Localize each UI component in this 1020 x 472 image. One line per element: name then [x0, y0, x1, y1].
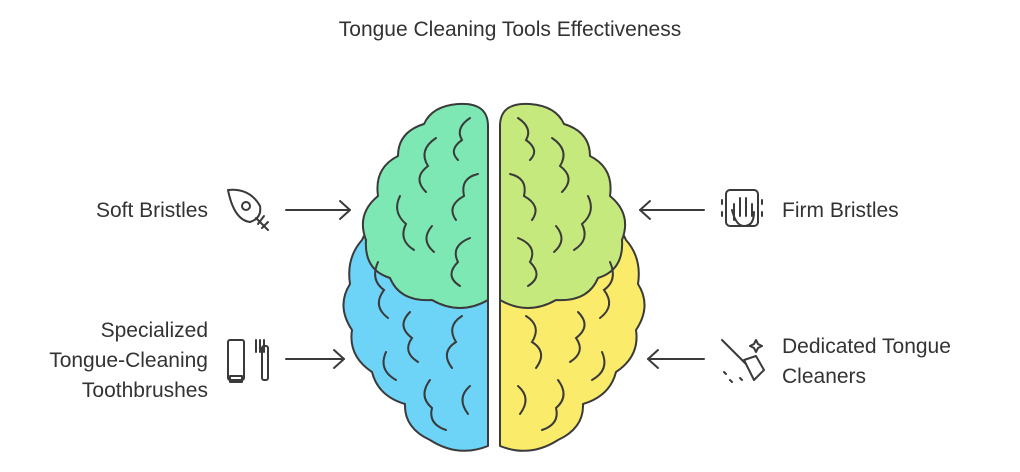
label-dedicated-cleaners: Dedicated Tongue Cleaners [782, 335, 951, 388]
arrow-dedicated-cleaners [647, 349, 705, 369]
left-hemisphere [342, 102, 489, 452]
arrow-soft-bristles [285, 200, 351, 220]
diagram-title: Tongue Cleaning Tools Effectiveness [338, 18, 682, 41]
arrow-firm-bristles [639, 200, 705, 220]
toothpaste-toothbrush-icon [227, 339, 269, 383]
right-hemisphere [499, 102, 646, 452]
arrow-specialized-toothbrushes [285, 349, 345, 369]
scrub-hand-icon [721, 189, 763, 227]
label-soft-bristles: Soft Bristles [95, 199, 208, 222]
broom-icon [721, 339, 765, 383]
feather-icon [227, 188, 269, 231]
label-specialized-toothbrushes: Specialized Tongue-Cleaning Toothbrushes [49, 319, 208, 402]
label-firm-bristles: Firm Bristles [782, 199, 899, 222]
